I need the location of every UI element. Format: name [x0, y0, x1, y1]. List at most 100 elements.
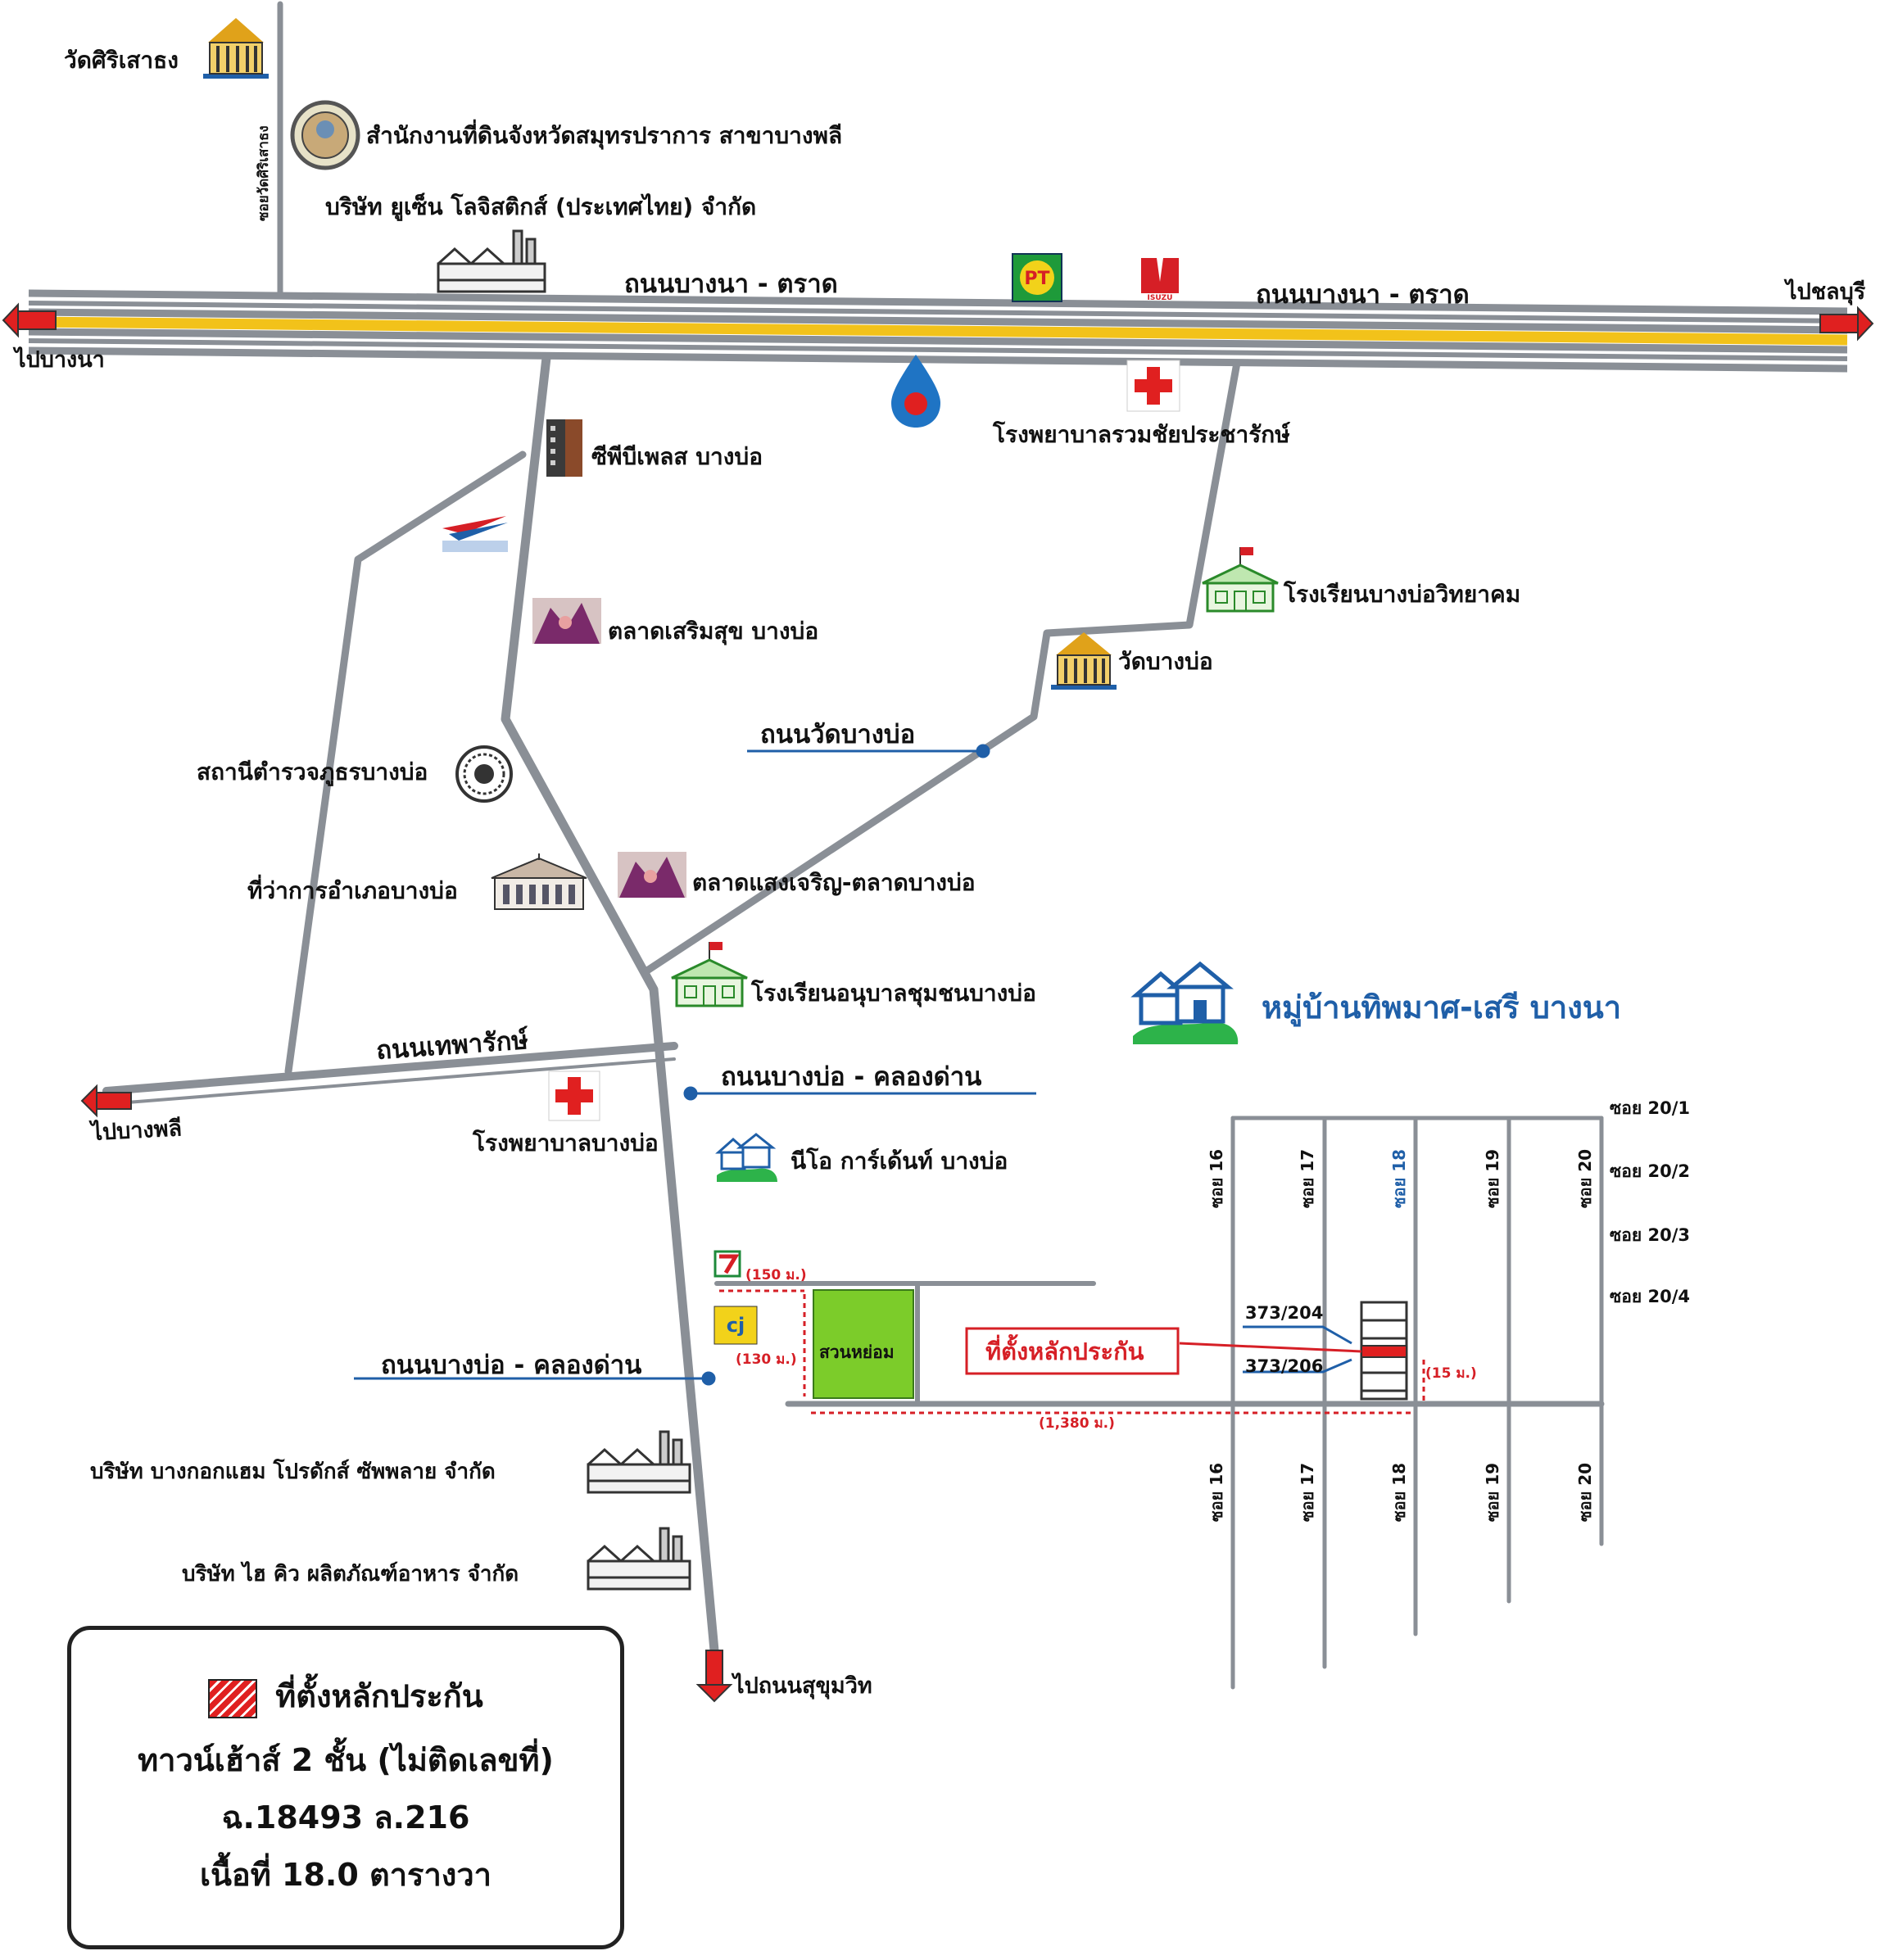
label-wat-siri: วัดศิริเสาธง [64, 47, 179, 74]
label-neo-garden: นีโอ การ์เด้นท์ บางบ่อ [791, 1147, 1008, 1175]
label-highway-1: ถนนบางนา - ตราด [624, 269, 838, 299]
label-saengcharoen: ตลาดแสงเจริญ-ตลาดบางบ่อ [692, 869, 976, 896]
road-thepharak [102, 1042, 678, 1095]
svg-text:PT: PT [1024, 269, 1049, 289]
svg-text:ซอย 17: ซอย 17 [1298, 1463, 1317, 1522]
target-plot-marker [1361, 1345, 1407, 1358]
label-bangbo-khlongdan-1: ถนนบางบ่อ - คลองด่าน [721, 1062, 981, 1092]
label-kindergarten: โรงเรียนอนุบาลชุมชนบางบ่อ [750, 979, 1036, 1007]
isuzu-logo-icon: ISUZU [1141, 258, 1179, 302]
market-icon [618, 852, 686, 898]
arrow-to-sukhumvit [695, 1650, 733, 1703]
legend-target-swatch [208, 1678, 258, 1718]
seven-eleven-logo-icon [713, 1250, 741, 1278]
label-dist-1380: (1,380 ม.) [1039, 1415, 1115, 1432]
label-high-q: บริษัท ไฮ คิว ผลิตภัณฑ์อาหาร จำกัด [182, 1560, 519, 1587]
factory-icon [437, 229, 546, 293]
legend-line-1: ทาวน์เฮ้าส์ 2 ชั้น (ไม่ติดเลขที่) [138, 1742, 554, 1778]
factory-icon [587, 1527, 691, 1591]
label-dist-130: (130 ม.) [736, 1351, 797, 1368]
road-bangbo-khlongdan [501, 346, 719, 1655]
svg-text:ซอย 16: ซอย 16 [1207, 1149, 1226, 1208]
label-bangkok-ham: บริษัท บางกอกแฮม โปรดักส์ ซัพพลาย จำกัด [90, 1458, 496, 1484]
label-house-206: 373/206 [1245, 1356, 1323, 1376]
highway-bangna-trat [28, 289, 1848, 373]
svg-text:cj: cj [727, 1314, 745, 1337]
label-cp-place: ซีพีบีเพลส บางบ่อ [591, 443, 763, 470]
thai-post-logo-icon [442, 516, 508, 552]
label-land-office: สำนักงานที่ดินจังหวัดสมุทรปราการ สาขาบาง… [366, 119, 842, 150]
district-office-icon [491, 853, 587, 910]
label-police: สถานีตำรวจภูธรบางบ่อ [197, 758, 428, 786]
label-to-sukhumvit: ไปถนนสุขุมวิท [731, 1673, 872, 1700]
label-district-office: ที่ว่าการอำเภอบางบ่อ [247, 874, 458, 904]
callout-lines [1243, 1325, 1352, 1374]
label-rd-wat-bangbo: ถนนวัดบางบ่อ [760, 720, 915, 749]
school-icon [671, 942, 748, 1007]
soi-labels-right: ซอย 20/1 ซอย 20/2 ซอย 20/3 ซอย 20/4 [1610, 1098, 1690, 1306]
roads [102, 1, 1605, 1690]
village-house-icon [1130, 961, 1239, 1044]
svg-text:ซอย 20/2: ซอย 20/2 [1610, 1161, 1690, 1181]
label-wat-bangbo: วัดบางบ่อ [1118, 648, 1213, 675]
park-area [813, 1289, 914, 1399]
arrow-to-chonburi [1819, 306, 1874, 342]
factory-icon [587, 1430, 691, 1494]
hospital-cross-icon [548, 1071, 600, 1121]
svg-text:ซอย 19: ซอย 19 [1483, 1463, 1502, 1522]
legend-title-row: ที่ตั้งหลักประกัน [71, 1671, 620, 1721]
legend-box: ที่ตั้งหลักประกัน ทาวน์เฮ้าส์ 2 ชั้น (ไม… [67, 1626, 624, 1949]
svg-text:ซอย 18: ซอย 18 [1389, 1463, 1409, 1522]
ptt-logo-icon [891, 355, 940, 428]
svg-text:ISUZU: ISUZU [1148, 294, 1173, 302]
label-ruamchai-hospital: โรงพยาบาลรวมชัยประชารักษ์ [992, 420, 1290, 448]
arrow-to-bangphli [80, 1084, 132, 1118]
distance-lines [719, 1289, 1425, 1415]
label-sermsuk-market: ตลาดเสริมสุข บางบ่อ [608, 618, 818, 645]
land-office-seal-icon [290, 100, 360, 170]
label-highway-2: ถนนบางนา - ตราด [1256, 280, 1470, 310]
label-bangbo-school: โรงเรียนบางบ่อวิทยาคม [1283, 580, 1520, 608]
arrow-to-bangna [2, 302, 57, 338]
svg-text:ซอย 20/4: ซอย 20/4 [1610, 1287, 1690, 1306]
label-soi-wat-siri: ซอยวัดศิริเสาธง [256, 125, 272, 221]
label-house-204: 373/204 [1245, 1303, 1323, 1323]
legend-line-2: ฉ.18493 ล.216 [221, 1799, 470, 1836]
pt-station-logo-icon: PT [1012, 253, 1062, 302]
svg-text:ซอย 19: ซอย 19 [1483, 1149, 1502, 1208]
svg-text:ซอย 20/3: ซอย 20/3 [1610, 1225, 1690, 1245]
legend-line-3: เนื้อที่ 18.0 ตารางวา [199, 1857, 492, 1893]
label-bangbo-khlongdan-2: ถนนบางบ่อ - คลองด่าน [381, 1351, 641, 1380]
label-to-bangna: ไปบางนา [12, 346, 105, 373]
cj-store-logo-icon: cj [713, 1306, 758, 1345]
soi-labels-bottom: ซอย 16 ซอย 17 ซอย 18 ซอย 19 ซอย 20 [1207, 1463, 1595, 1522]
label-to-bangphli: ไปบางพลี [88, 1115, 183, 1146]
police-badge-icon [455, 745, 513, 803]
building-icon [546, 419, 582, 477]
temple-icon [203, 18, 269, 79]
svg-text:ซอย 20: ซอย 20 [1575, 1149, 1595, 1208]
school-icon [1202, 547, 1279, 613]
target-callout [965, 1327, 1362, 1375]
svg-text:ซอย 18: ซอย 18 [1389, 1149, 1409, 1208]
village-house-icon [715, 1133, 777, 1182]
label-bangbo-hospital: โรงพยาบาลบางบ่อ [472, 1129, 659, 1157]
label-target: ที่ตั้งหลักประกัน [985, 1333, 1144, 1365]
road-name-pointers [354, 744, 1036, 1386]
svg-text:ซอย 16: ซอย 16 [1207, 1463, 1226, 1522]
road-left-loop [284, 450, 527, 1075]
soi-labels-top: ซอย 16 ซอย 17 ซอย 18 ซอย 19 ซอย 20 [1207, 1149, 1595, 1208]
temple-icon [1051, 632, 1117, 690]
labels: วัดศิริเสาธง ซอยวัดศิริเสาธง สำนักงานที่… [12, 47, 1866, 1700]
hospital-cross-icon [1126, 360, 1180, 412]
road-wat-bangbo [643, 350, 1243, 975]
market-icon [532, 598, 601, 644]
svg-text:ซอย 20/1: ซอย 20/1 [1610, 1098, 1690, 1118]
label-usen: บริษัท ยูเซ็น โลจิสติกส์ (ประเทศไทย) จำก… [325, 192, 756, 221]
label-to-chonburi: ไปชลบุรี [1783, 278, 1866, 306]
label-village: หมู่บ้านทิพมาศ-เสรี บางนา [1262, 989, 1621, 1027]
label-dist-150: (150 ม.) [745, 1267, 807, 1283]
road-thepharak-edge [105, 1057, 676, 1106]
legend-title: ที่ตั้งหลักประกัน [275, 1678, 483, 1714]
